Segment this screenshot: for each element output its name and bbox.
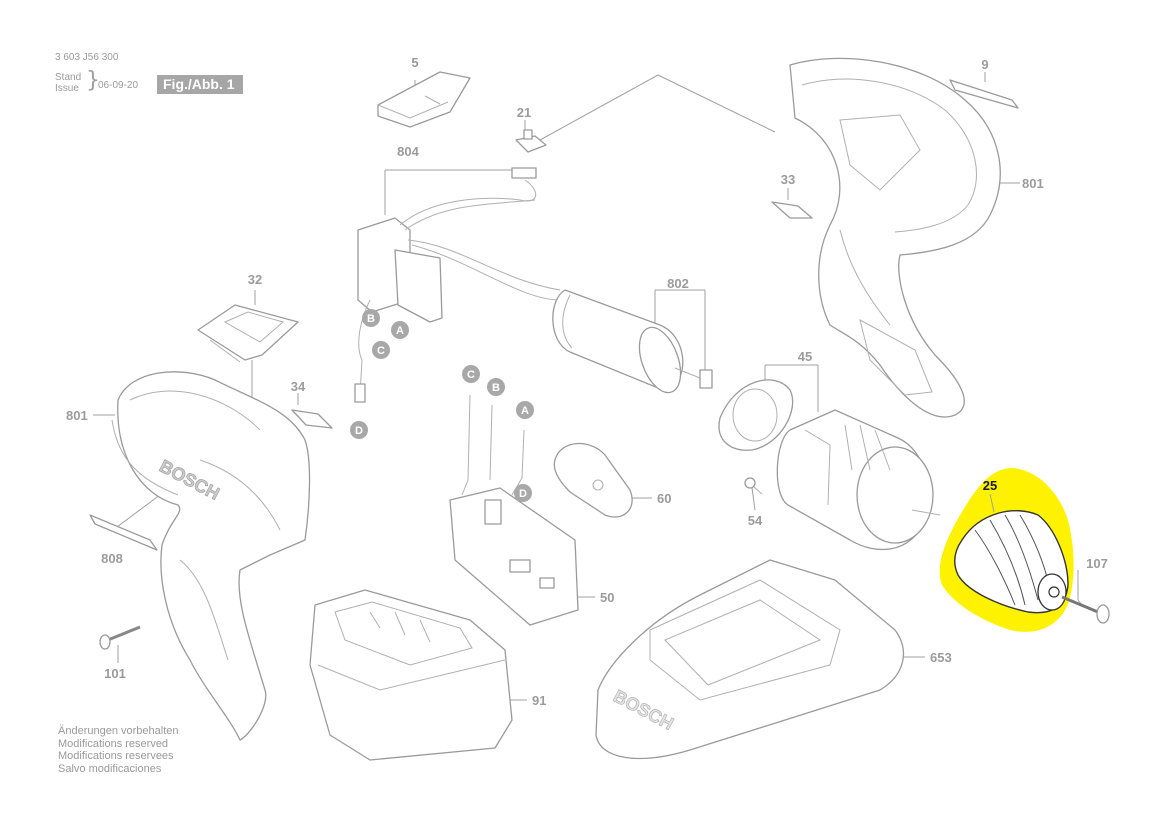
label-802: 802 <box>667 276 689 291</box>
label-21: 21 <box>517 105 531 120</box>
part-801-housing-left: BOSCH <box>111 371 311 741</box>
modification-notes: Änderungen vorbehalten Modifications res… <box>58 725 178 775</box>
note-fr: Modifications reservees <box>58 750 174 762</box>
label-54: 54 <box>748 513 763 528</box>
stand-label: Stand <box>55 72 82 83</box>
brace-glyph: } <box>86 68 100 93</box>
label-107: 107 <box>1086 556 1108 571</box>
part-34-clip <box>291 409 333 429</box>
svg-text:D: D <box>519 488 527 500</box>
part-107-screw <box>1061 595 1110 624</box>
svg-text:C: C <box>377 345 385 357</box>
connector-b1: B <box>362 309 380 327</box>
connector-a2: A <box>516 401 534 419</box>
connector-a1: A <box>391 321 409 339</box>
svg-text:B: B <box>367 313 375 325</box>
issue-label: Issue <box>55 83 79 94</box>
part-802-motor <box>552 289 713 394</box>
label-801-right: 801 <box>1022 176 1044 191</box>
label-5: 5 <box>411 55 418 70</box>
label-34: 34 <box>291 379 306 394</box>
label-33: 33 <box>781 172 795 187</box>
label-9: 9 <box>981 57 988 72</box>
label-808: 808 <box>101 551 123 566</box>
part-25-chuck <box>954 509 1069 614</box>
svg-text:D: D <box>355 425 363 437</box>
label-50: 50 <box>600 590 614 605</box>
connector-c1: C <box>372 341 390 359</box>
connector-d2: D <box>514 484 532 502</box>
connector-d1: D <box>350 421 368 439</box>
part-50-circuit-board <box>449 394 579 626</box>
part-54-screw <box>744 477 763 495</box>
part-60-cover <box>553 442 633 518</box>
label-60: 60 <box>657 491 671 506</box>
svg-text:B: B <box>492 382 500 394</box>
label-101: 101 <box>104 666 126 681</box>
label-25: 25 <box>983 478 997 493</box>
part-5-slider <box>377 71 471 128</box>
connector-c2: C <box>462 365 480 383</box>
connector-b2: B <box>487 378 505 396</box>
svg-text:A: A <box>521 405 529 417</box>
part-101-screw <box>99 625 141 650</box>
document-number: 3 603 J56 300 <box>55 52 119 63</box>
label-653: 653 <box>930 650 952 665</box>
note-de: Änderungen vorbehalten <box>58 725 179 737</box>
part-21-clip <box>515 129 547 153</box>
svg-text:C: C <box>467 369 475 381</box>
part-labels: 5 21 804 9 33 801 802 32 45 34 801 25 60… <box>66 55 1108 708</box>
note-es: Salvo modificaciones <box>58 762 162 775</box>
label-801-left: 801 <box>66 408 88 423</box>
label-32: 32 <box>248 272 262 287</box>
leader-lines <box>93 72 1083 701</box>
stand-issue-labels: Stand Issue <box>55 72 81 94</box>
part-808-strip <box>89 514 158 551</box>
part-9-strip <box>949 79 1019 109</box>
part-32-plate <box>197 304 299 363</box>
issue-date: 06-09-20 <box>98 80 139 91</box>
svg-text:A: A <box>396 325 404 337</box>
note-en: Modifications reserved <box>58 737 169 750</box>
part-33-clip <box>771 201 813 219</box>
part-653-charger: BOSCH <box>595 559 904 760</box>
label-91: 91 <box>532 693 546 708</box>
part-91-battery <box>309 589 513 761</box>
label-804: 804 <box>397 144 419 159</box>
part-801-housing-right <box>789 57 1001 418</box>
label-45: 45 <box>798 349 812 364</box>
part-804-switch <box>354 167 561 403</box>
figure-label: Fig./Abb. 1 <box>157 75 243 94</box>
part-45-gearbox <box>718 379 941 551</box>
